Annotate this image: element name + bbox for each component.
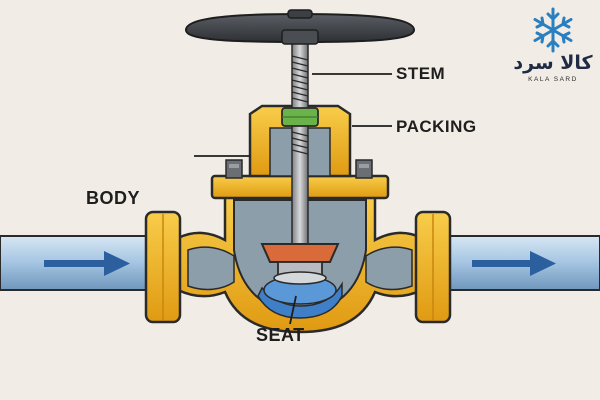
logo-text: کالا سرد [513,52,593,74]
bolt-left [225,159,243,179]
handwheel-hub [281,29,319,45]
flow-arrow-inlet [44,251,130,276]
logo-subtext: KALA SARD [528,76,578,83]
label-body: BODY [86,188,141,208]
seat [257,281,343,319]
bolt-right [355,159,373,179]
stem-threads [291,55,309,155]
label-seat: SEAT [256,325,305,345]
label-stem: STEM [396,64,446,83]
handwheel [184,12,416,44]
snowflake-icon [533,7,573,53]
flow-arrow-outlet [472,251,556,276]
leader-seat [289,295,297,325]
brand-logo: کالا سرد KALA SARD [511,6,595,88]
disc [260,243,340,263]
label-packing: PACKING [396,117,477,136]
